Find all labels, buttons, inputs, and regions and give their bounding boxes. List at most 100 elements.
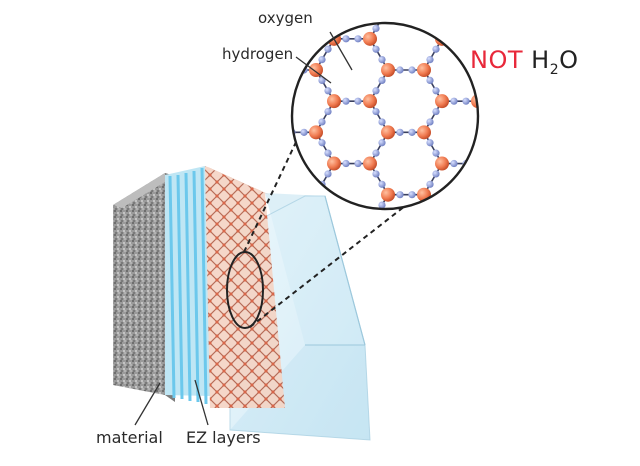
hydrogen-atom — [318, 0, 325, 1]
hydrogen-atom — [432, 274, 439, 281]
hydrogen-atom — [594, 264, 601, 271]
hydrogen-atom — [588, 274, 595, 281]
bond-line — [586, 257, 604, 288]
oxygen-atom — [543, 281, 557, 295]
hydrogen-atom — [372, 149, 380, 157]
hydrogen-atom — [324, 149, 332, 157]
hydrogen-atom — [234, 160, 241, 167]
hydrogen-atom — [270, 118, 277, 125]
hydrogen-atom — [324, 87, 332, 95]
oxygen-atom — [579, 94, 593, 108]
hydrogen-atom — [408, 4, 415, 11]
oxygen-atom — [489, 375, 503, 389]
oxygen-atom — [417, 375, 431, 389]
bond-line — [370, 0, 388, 8]
h2o-formula: H2O — [531, 46, 578, 78]
hydrogen-atom — [588, 337, 595, 344]
bond-line — [586, 195, 604, 226]
hydrogen-atom — [216, 150, 223, 157]
oxygen-atom — [525, 312, 539, 326]
oxygen-atom — [597, 125, 611, 139]
hydrogen-atom — [534, 181, 541, 188]
hydrogen-atom — [426, 0, 433, 1]
hydrogen-atom — [432, 170, 440, 178]
hydrogen-atom — [396, 4, 403, 11]
hydrogen-atom — [486, 118, 493, 125]
hydrogen-atom — [396, 66, 404, 74]
not-text: NOT — [470, 46, 524, 74]
hydrogen-atom — [246, 160, 253, 167]
hydrogen-atom — [378, 264, 385, 271]
hydrogen-atom — [318, 14, 325, 21]
oxygen-atom — [435, 156, 449, 171]
hydrogen-atom — [558, 222, 565, 229]
oxygen-atom — [219, 94, 233, 108]
hydrogen-atom — [378, 201, 386, 209]
hydrogen-atom — [408, 66, 416, 74]
oxygen-atom — [597, 1, 611, 15]
hydrogen-atom — [378, 56, 386, 64]
hydrogen-atom — [540, 150, 547, 157]
hydrogen-atom — [396, 378, 403, 385]
oxygen-atom — [435, 281, 449, 295]
hydrogen-atom — [372, 45, 380, 53]
hydrogen-atom — [462, 222, 469, 229]
hydrogen-atom — [516, 253, 523, 260]
hydrogen-atom — [264, 170, 271, 177]
bond-line — [586, 288, 604, 319]
hydrogen-atom — [270, 0, 277, 1]
hydrogen-atom — [462, 347, 469, 354]
hydrogen-atom — [594, 14, 601, 21]
hydrogen-atom — [426, 76, 434, 84]
hydrogen-atom — [432, 357, 439, 364]
hydrogen-atom — [378, 326, 385, 333]
oxygen-atom — [435, 344, 449, 358]
hydrogen-atom — [396, 128, 404, 136]
hydrogen-atom — [426, 368, 433, 375]
oxygen-atom — [417, 312, 431, 326]
hydrogen-atom — [378, 368, 385, 375]
bond-line — [477, 163, 478, 196]
hydrogen-atom — [378, 14, 385, 21]
bond-line — [208, 132, 226, 163]
bond-line — [586, 132, 604, 163]
hydrogen-atom — [570, 35, 577, 42]
hydrogen-atom — [540, 357, 547, 364]
hydrogen-atom — [372, 357, 379, 364]
hydrogen-atom — [588, 212, 595, 219]
hydrogen-atom — [450, 285, 457, 292]
hydrogen-atom — [534, 77, 541, 84]
hydrogen-atom — [426, 305, 433, 312]
oxygen-atom — [435, 219, 449, 233]
oxygen-atom — [543, 157, 557, 171]
hydrogen-atom — [432, 149, 440, 157]
hydrogen-atom — [534, 305, 541, 312]
hydrogen-atom — [480, 357, 487, 364]
hydrogen-atom — [570, 347, 577, 354]
oxygen-atom — [579, 157, 593, 171]
hydrogen-atom — [540, 274, 547, 281]
oxygen-atom — [471, 31, 478, 46]
subscript-2: 2 — [549, 61, 560, 78]
bond-line — [478, 319, 496, 350]
hydrogen-atom — [264, 150, 271, 157]
hydrogen-atom — [534, 118, 541, 125]
hydrogen-leader-line — [295, 56, 332, 84]
material-label: material — [96, 428, 163, 447]
hydrogen-atom — [480, 108, 487, 115]
oxygen-atom — [201, 1, 215, 15]
bond-line — [262, 164, 280, 195]
hydrogen-atom — [588, 108, 595, 115]
bond-line — [478, 226, 496, 257]
hydrogen-atom — [486, 14, 493, 21]
hydrogen-atom — [594, 201, 601, 208]
bond-line — [370, 288, 388, 319]
hydrogen-atom — [408, 128, 416, 136]
oxygen-label: oxygen — [258, 9, 313, 27]
hydrogen-atom — [486, 243, 493, 250]
hydrogen-atom — [594, 118, 601, 125]
hydrogen-atom — [588, 150, 595, 157]
hydrogen-atom — [504, 129, 511, 136]
oxygen-atom — [381, 63, 395, 77]
